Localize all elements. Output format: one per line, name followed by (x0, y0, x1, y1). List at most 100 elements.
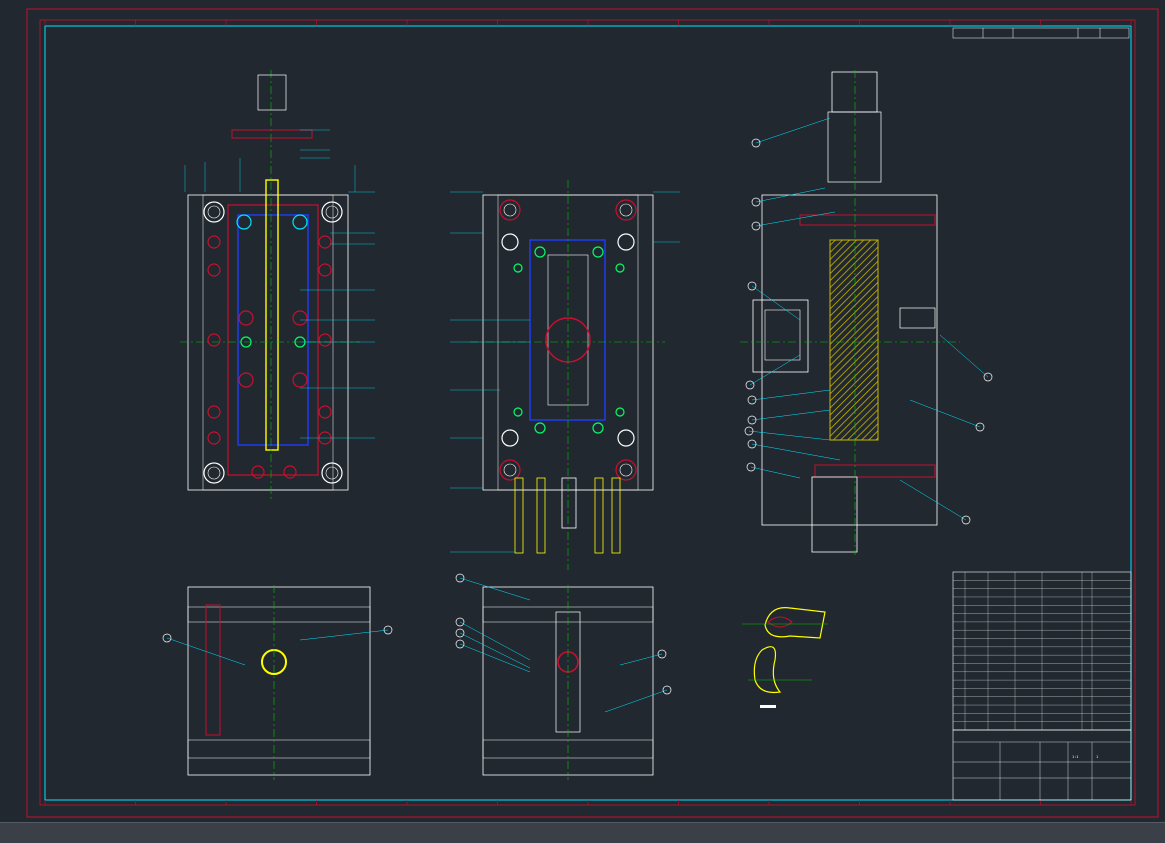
hole (513, 407, 523, 417)
callout-balloon (747, 415, 757, 425)
leader-line (755, 211, 836, 227)
hole-inner (207, 466, 221, 480)
callout-balloon (455, 573, 465, 583)
leader-line (619, 653, 663, 666)
hole (203, 201, 225, 223)
cavity-red-frame (227, 204, 319, 476)
hole (615, 459, 637, 481)
detail-upper (764, 607, 826, 639)
callout-balloon (746, 462, 756, 472)
callout-balloon (983, 372, 993, 382)
hole (318, 235, 332, 249)
leader-line (899, 479, 967, 521)
hole (615, 199, 637, 221)
plate-inner (202, 194, 334, 491)
leader-line (604, 689, 668, 713)
leader-line (751, 389, 831, 401)
callout-balloon (383, 625, 393, 635)
status-bar (0, 822, 1165, 843)
title-scale: 1:1 (1072, 755, 1079, 759)
hole (292, 372, 308, 388)
hole-inner (207, 205, 221, 219)
leader-line (459, 643, 531, 673)
side-view-bottom-middle[interactable] (455, 573, 672, 780)
hole-inner (503, 463, 517, 477)
leader-line (755, 117, 831, 144)
guide-holes (203, 201, 343, 484)
title-grid (953, 741, 1131, 800)
hole (318, 405, 332, 419)
hole (499, 199, 521, 221)
callout-balloon (747, 281, 757, 291)
leader-line (166, 637, 246, 666)
side-view-bottom-left[interactable] (162, 585, 393, 780)
callout-balloon (745, 380, 755, 390)
callout-balloons (455, 573, 672, 713)
detail-upper-red (767, 616, 793, 628)
leader-line (459, 621, 531, 661)
top-title-strip (952, 27, 1130, 39)
bottom-plate (814, 464, 936, 478)
leader-line (755, 187, 826, 203)
callout-balloon (455, 639, 465, 649)
hole (592, 422, 604, 434)
hole (617, 233, 635, 251)
callout-balloon (455, 628, 465, 638)
hole-inner (503, 203, 517, 217)
dimension-lines (184, 129, 375, 439)
slide-block (752, 299, 809, 373)
hole (207, 431, 221, 445)
hole (534, 422, 546, 434)
hole-inner (325, 205, 339, 219)
leader-line (748, 430, 831, 441)
hole (207, 235, 221, 249)
plan-view-left[interactable] (180, 70, 375, 500)
core-slot (265, 179, 279, 451)
plate-outline (187, 194, 349, 491)
callout-balloon (662, 685, 672, 695)
hatched-cavity (829, 239, 879, 441)
sprue-top (831, 71, 878, 113)
hole (321, 462, 343, 484)
leader-line (459, 632, 531, 669)
callout-balloon (455, 617, 465, 627)
hole (207, 263, 221, 277)
callout-balloon (744, 426, 754, 436)
hole-inner (619, 463, 633, 477)
hole (534, 246, 546, 258)
title-block[interactable]: 1:1 1 (952, 571, 1132, 801)
callout-balloon (751, 138, 761, 148)
ejector-pins (514, 477, 621, 554)
callout-balloon (747, 439, 757, 449)
detail-sketch[interactable] (742, 607, 828, 708)
leader-line (749, 354, 801, 386)
leader-line (751, 285, 801, 321)
hole (513, 263, 523, 273)
hole (292, 214, 308, 230)
support-block (811, 476, 858, 553)
sheet-outer-frame (26, 8, 1159, 818)
hole (251, 465, 265, 479)
cad-drawing-canvas[interactable]: 1:1 1 (0, 0, 1165, 822)
hole (238, 372, 254, 388)
top-clamp (827, 111, 882, 183)
dimension-lines (450, 191, 680, 553)
callout-balloon (162, 633, 172, 643)
cavity-blue-frame (529, 239, 606, 421)
hole (499, 459, 521, 481)
mold-body (761, 194, 938, 526)
hole (615, 407, 625, 417)
hole (501, 233, 519, 251)
parts-list-rows (953, 572, 1131, 730)
locating-ring (231, 129, 313, 139)
section-view-right[interactable] (740, 70, 993, 555)
hole (501, 429, 519, 447)
plan-view-middle[interactable] (450, 180, 680, 570)
hole-inner (325, 466, 339, 480)
leader-line (459, 577, 531, 601)
hole (592, 246, 604, 258)
callout-balloon (657, 649, 667, 659)
sprue-bushing (257, 74, 287, 111)
side-pocket (899, 307, 936, 329)
leader-line (751, 409, 831, 421)
